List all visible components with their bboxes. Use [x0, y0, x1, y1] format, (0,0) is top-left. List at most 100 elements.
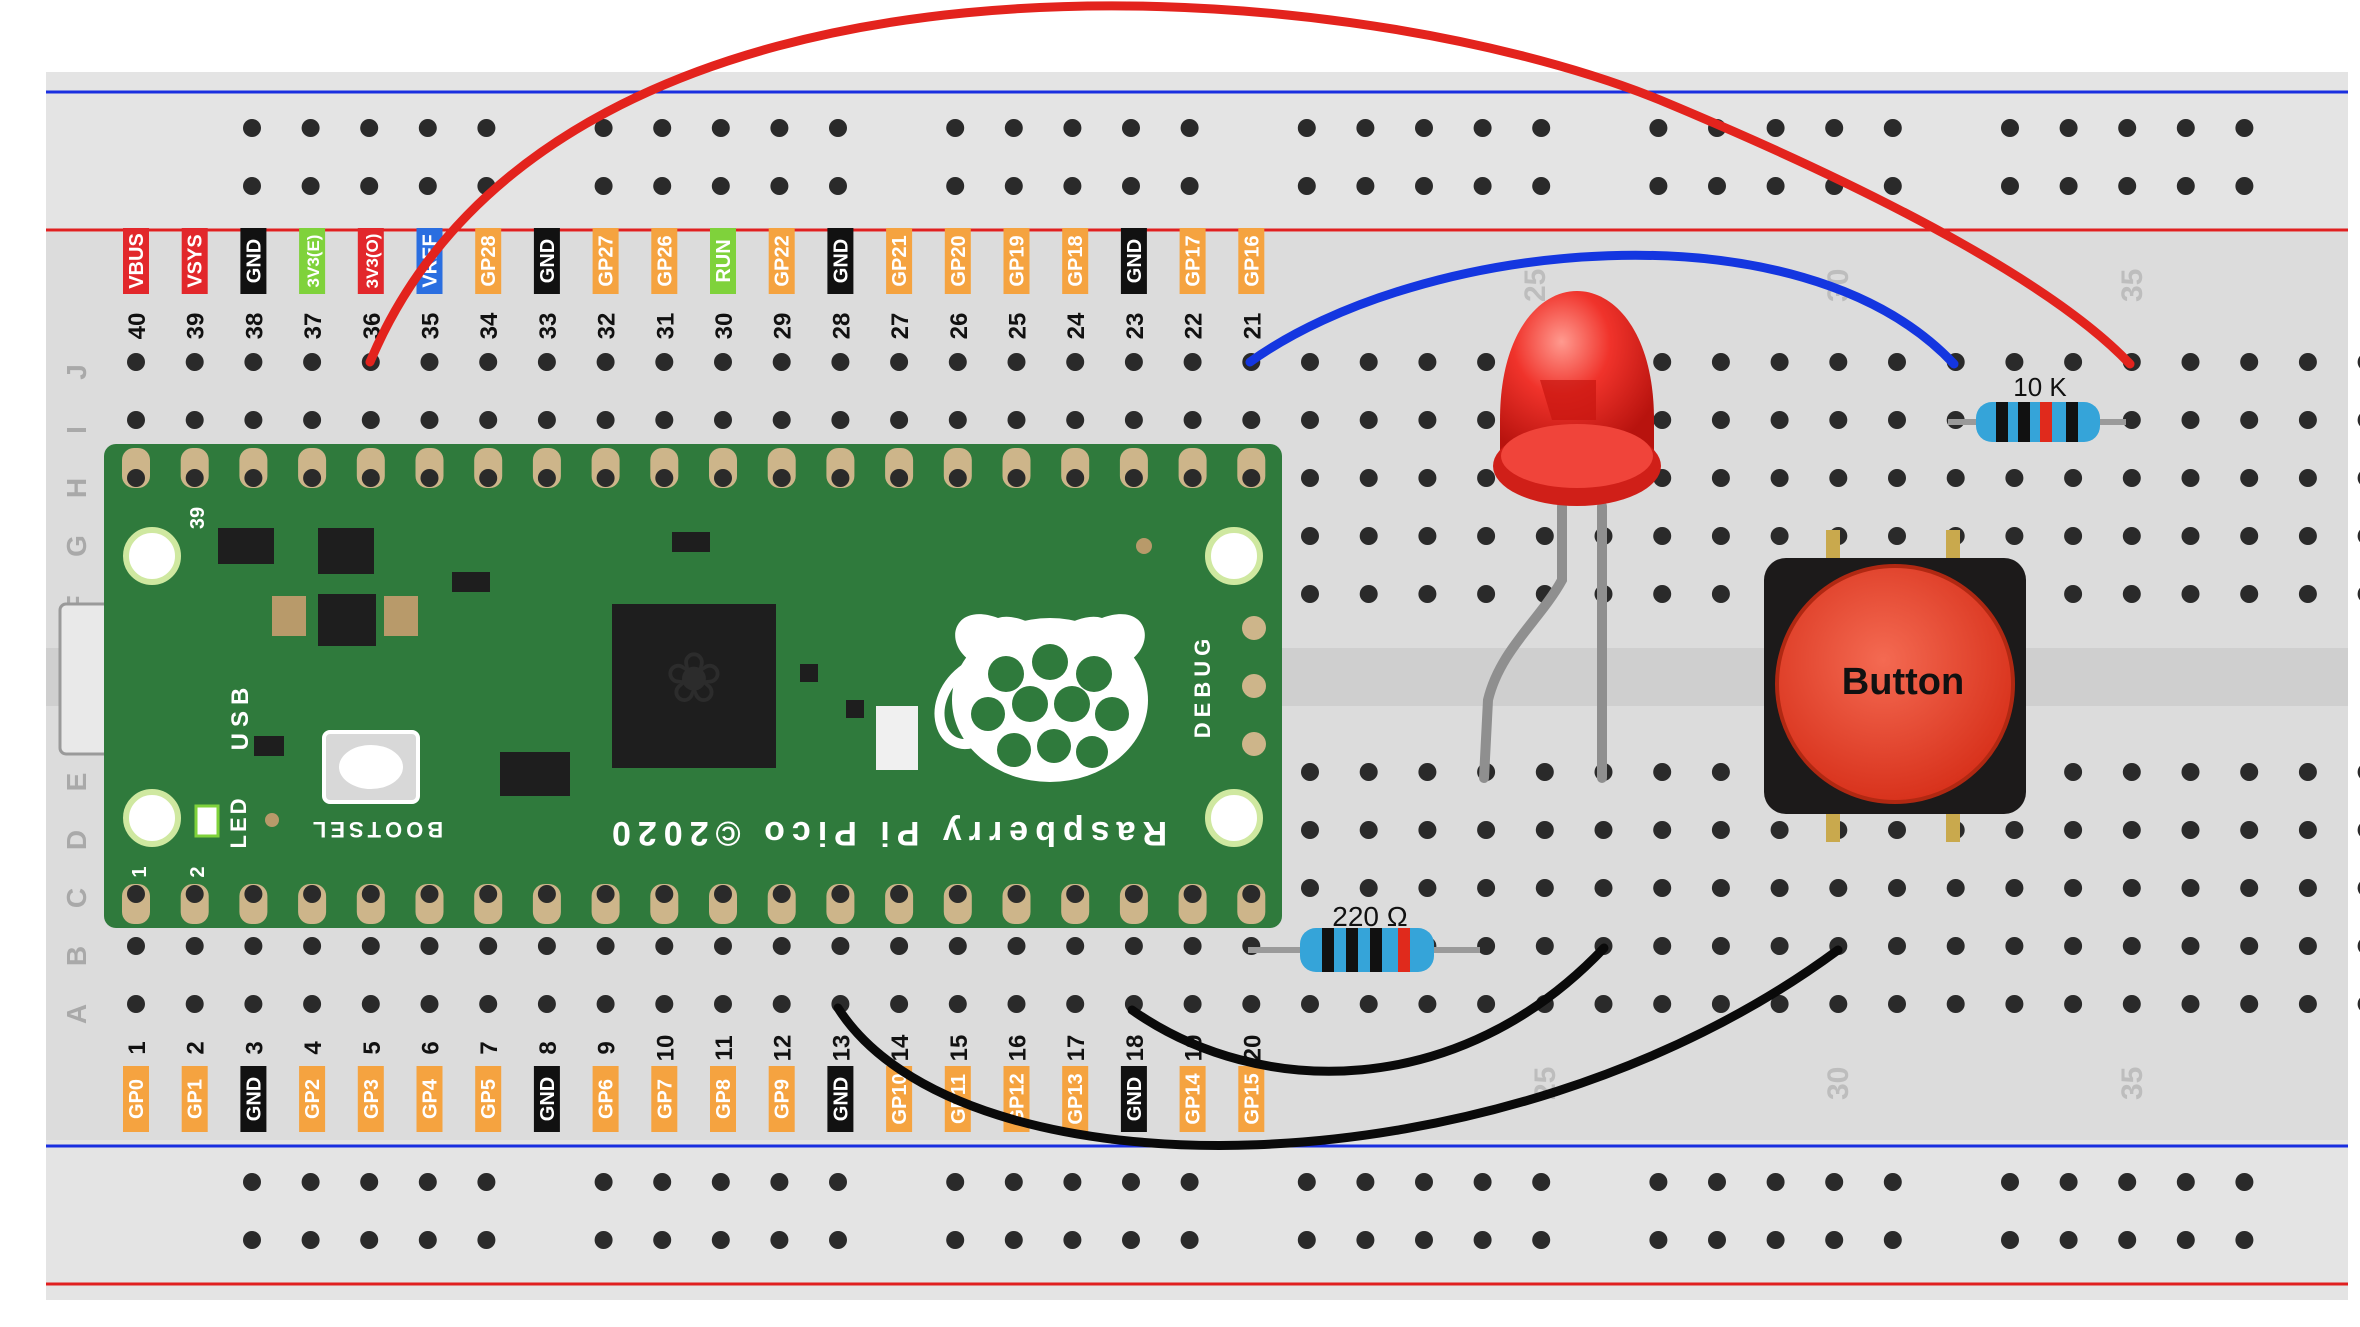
rail-hole[interactable]: [770, 119, 789, 137]
breadboard-hole[interactable]: [2122, 763, 2141, 781]
rail-hole[interactable]: [1825, 1231, 1844, 1249]
breadboard-hole[interactable]: [596, 353, 615, 371]
breadboard-hole[interactable]: [2005, 821, 2024, 839]
breadboard-hole[interactable]: [2005, 937, 2024, 955]
rail-hole[interactable]: [1532, 177, 1551, 195]
rail-hole[interactable]: [1004, 1231, 1023, 1249]
rail-hole[interactable]: [829, 177, 847, 195]
breadboard-hole[interactable]: [1653, 353, 1672, 371]
breadboard-hole[interactable]: [1653, 937, 1672, 955]
rail-hole[interactable]: [1825, 119, 1844, 137]
rail-hole[interactable]: [946, 1173, 965, 1191]
breadboard-hole[interactable]: [1770, 527, 1789, 545]
breadboard-hole[interactable]: [890, 411, 909, 429]
rail-hole[interactable]: [2118, 119, 2137, 137]
breadboard-hole[interactable]: [127, 937, 145, 955]
rail-hole[interactable]: [711, 177, 730, 195]
breadboard-hole[interactable]: [1770, 353, 1789, 371]
breadboard-hole[interactable]: [655, 411, 674, 429]
breadboard-hole[interactable]: [2005, 879, 2024, 897]
breadboard-hole[interactable]: [2357, 353, 2360, 371]
breadboard-hole[interactable]: [1888, 879, 1906, 897]
breadboard-hole[interactable]: [772, 411, 791, 429]
breadboard-hole[interactable]: [1418, 353, 1437, 371]
rail-hole[interactable]: [1122, 1173, 1140, 1191]
breadboard-hole[interactable]: [1477, 411, 1496, 429]
rail-hole[interactable]: [1532, 1173, 1551, 1191]
breadboard-hole[interactable]: [479, 353, 498, 371]
breadboard-hole[interactable]: [1770, 469, 1789, 487]
breadboard-hole[interactable]: [2240, 879, 2259, 897]
rail-hole[interactable]: [594, 1231, 613, 1249]
rail-hole[interactable]: [1356, 177, 1375, 195]
rail-hole[interactable]: [2235, 1231, 2254, 1249]
breadboard-hole[interactable]: [2181, 995, 2200, 1013]
breadboard-hole[interactable]: [1711, 469, 1730, 487]
breadboard-hole[interactable]: [1242, 411, 1261, 429]
wire-blue-gp16-to-button[interactable]: [1245, 250, 1959, 369]
breadboard-hole[interactable]: [2122, 411, 2141, 429]
rail-hole[interactable]: [594, 177, 613, 195]
breadboard-hole[interactable]: [1888, 353, 1906, 371]
breadboard-hole[interactable]: [2357, 585, 2360, 603]
breadboard-hole[interactable]: [1535, 527, 1554, 545]
rail-hole[interactable]: [594, 1173, 613, 1191]
rail-hole[interactable]: [1180, 177, 1199, 195]
rail-hole[interactable]: [1766, 1231, 1785, 1249]
breadboard-hole[interactable]: [2181, 879, 2200, 897]
breadboard-hole[interactable]: [1301, 763, 1319, 781]
rail-hole[interactable]: [360, 1173, 379, 1191]
breadboard-hole[interactable]: [1418, 469, 1437, 487]
breadboard-hole[interactable]: [1829, 411, 1848, 429]
breadboard-hole[interactable]: [303, 411, 322, 429]
breadboard-hole[interactable]: [1653, 527, 1672, 545]
breadboard-hole[interactable]: [2240, 585, 2259, 603]
rail-hole[interactable]: [1180, 119, 1199, 137]
breadboard-hole[interactable]: [185, 995, 204, 1013]
rail-hole[interactable]: [770, 1173, 789, 1191]
rail-hole[interactable]: [2059, 1231, 2078, 1249]
breadboard-hole[interactable]: [1535, 821, 1554, 839]
breadboard-hole[interactable]: [1477, 995, 1496, 1013]
breadboard-hole[interactable]: [537, 411, 556, 429]
breadboard-hole[interactable]: [479, 995, 498, 1013]
breadboard-hole[interactable]: [2064, 995, 2083, 1013]
rail-hole[interactable]: [1708, 177, 1726, 195]
breadboard-hole[interactable]: [1653, 879, 1672, 897]
breadboard-hole[interactable]: [2357, 411, 2360, 429]
breadboard-hole[interactable]: [1711, 995, 1730, 1013]
breadboard-hole[interactable]: [1066, 937, 1085, 955]
rail-hole[interactable]: [1883, 1173, 1902, 1191]
breadboard-hole[interactable]: [420, 411, 439, 429]
rail-hole[interactable]: [360, 1231, 379, 1249]
rail-hole[interactable]: [829, 119, 847, 137]
breadboard-hole[interactable]: [1359, 353, 1378, 371]
breadboard-hole[interactable]: [890, 937, 909, 955]
breadboard-hole[interactable]: [2181, 411, 2200, 429]
rail-hole[interactable]: [1649, 1231, 1668, 1249]
breadboard-hole[interactable]: [1770, 411, 1789, 429]
breadboard-hole[interactable]: [2298, 763, 2317, 781]
breadboard-hole[interactable]: [831, 937, 850, 955]
rail-hole[interactable]: [418, 1173, 437, 1191]
rail-hole[interactable]: [653, 1231, 672, 1249]
breadboard-hole[interactable]: [1946, 879, 1965, 897]
breadboard-hole[interactable]: [2181, 469, 2200, 487]
breadboard-hole[interactable]: [2064, 763, 2083, 781]
button-cap[interactable]: [1775, 564, 2015, 804]
breadboard-hole[interactable]: [361, 411, 380, 429]
breadboard-hole[interactable]: [361, 995, 380, 1013]
rail-hole[interactable]: [2118, 177, 2137, 195]
red-led[interactable]: [1479, 291, 1661, 783]
rail-hole[interactable]: [2059, 177, 2078, 195]
rail-hole[interactable]: [1473, 119, 1492, 137]
breadboard-hole[interactable]: [1946, 937, 1965, 955]
breadboard-hole[interactable]: [1418, 879, 1437, 897]
breadboard-hole[interactable]: [1477, 937, 1496, 955]
breadboard-hole[interactable]: [772, 353, 791, 371]
rail-hole[interactable]: [477, 1173, 496, 1191]
breadboard-hole[interactable]: [2005, 995, 2024, 1013]
breadboard-hole[interactable]: [1770, 879, 1789, 897]
breadboard-hole[interactable]: [2122, 469, 2141, 487]
rail-hole[interactable]: [2235, 1173, 2254, 1191]
